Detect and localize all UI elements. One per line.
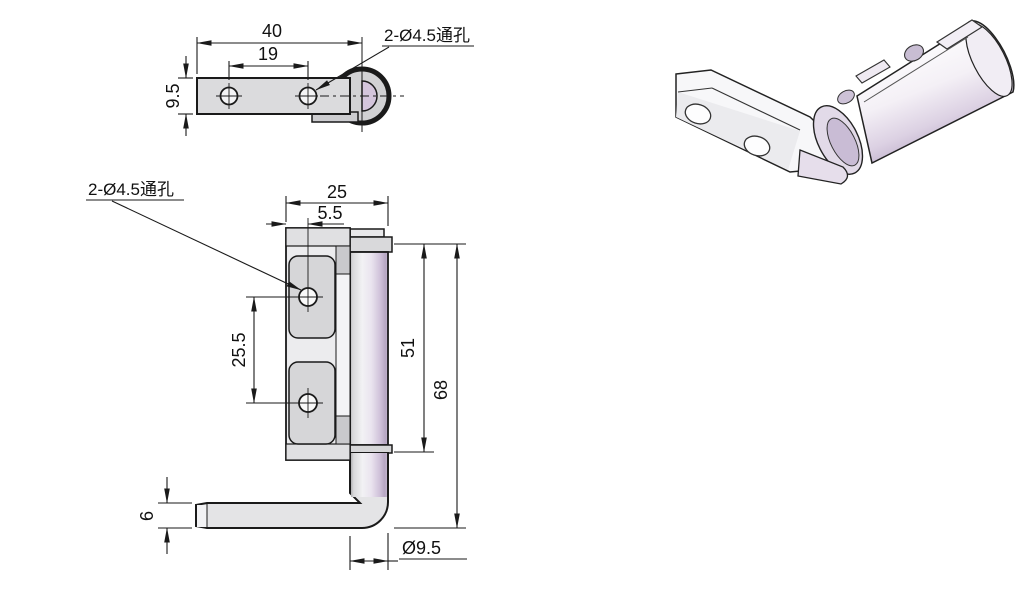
channel-block-top [335,245,351,275]
hole-crosshairs [293,282,323,418]
top-view: 40 19 9.5 2-Ø4.5通孔 [163,21,474,136]
dim-arm-thickness-6: 6 [137,477,192,554]
dim-68-label: 68 [431,380,451,400]
dim-barrel-length-51: 51 [394,243,466,453]
barrel-bottom-flange [343,444,393,454]
dim-overall-width-25: 25 [285,182,389,226]
iso-barrel-hole [837,89,855,105]
dim-dia-9-5-label: Ø9.5 [402,538,441,558]
dim-overall-width-40: 40 [196,21,363,74]
front-view: 25 5.5 25.5 51 68 [86,180,467,570]
isometric-view [675,19,1015,185]
dim-25-label: 25 [327,182,347,202]
dim-hole-spacing-25-5: 25.5 [229,296,296,404]
dim-5-5-label: 5.5 [317,203,342,223]
channel-block-bottom [335,415,351,445]
dim-barrel-diameter-9-5: Ø9.5 [349,533,467,570]
barrel-top-cap [349,228,385,238]
pin-arm-outline [195,452,389,529]
iso-mount-hole [743,135,771,157]
holes-callout-label: 2-Ø4.5通孔 [384,26,470,45]
hinge-pin-end [361,80,378,112]
plate-channel [335,245,351,445]
iso-pin [826,117,860,167]
holes-callout: 2-Ø4.5通孔 [86,180,302,291]
holes-callout: 2-Ø4.5通孔 [315,26,474,91]
plate-top-cap [285,227,351,247]
iso-barrel-hole [904,44,924,62]
dim-6-label: 6 [137,511,157,521]
holes-callout-label: 2-Ø4.5通孔 [88,180,174,199]
hinge-barrel [349,251,389,446]
dim-25-5-label: 25.5 [229,332,249,367]
iso-mount-hole [684,103,712,125]
dim-51-label: 51 [398,338,418,358]
dim-40-label: 40 [262,21,282,41]
hole-crosshairs [216,83,318,109]
dim-plate-height-9-5: 9.5 [163,56,193,136]
centerlines [320,37,404,132]
plate-bottom-cap [285,443,351,461]
dim-19-label: 19 [258,44,278,64]
iso-barrel-slot [855,59,891,84]
iso-bracket-tip [797,149,849,185]
dim-hole-offset-5-5: 5.5 [266,203,344,282]
iso-barrel-tab [935,19,984,50]
dim-9-5-label: 9.5 [163,83,183,108]
dim-overall-height-68: 68 [394,243,466,529]
bent-pin-arm [195,452,389,529]
barrel-top-flange [343,236,393,253]
dim-hole-spacing-19: 19 [228,44,309,80]
